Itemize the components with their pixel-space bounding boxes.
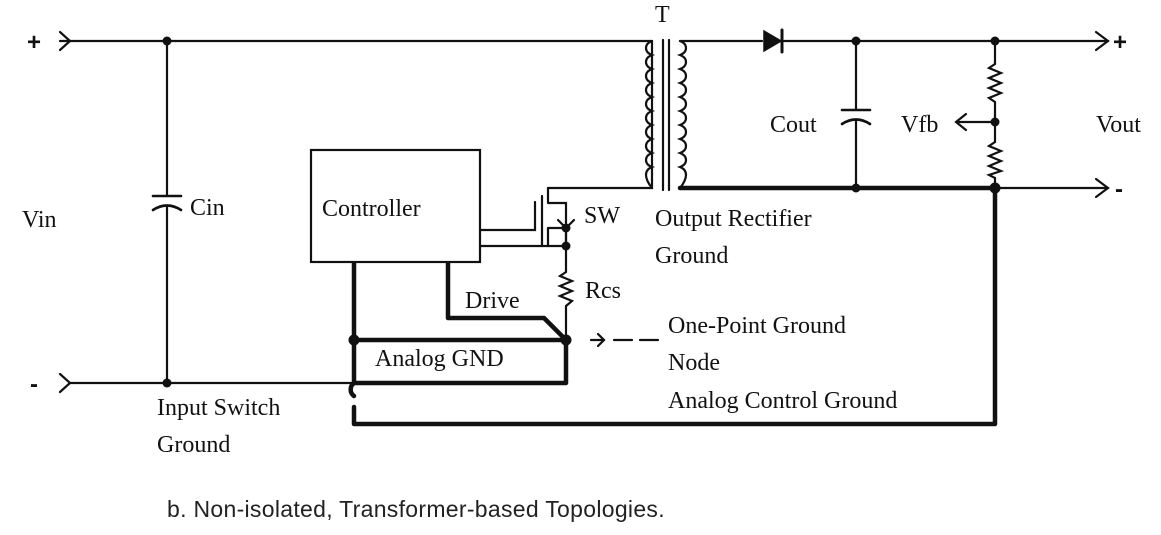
junction-dots bbox=[162, 36, 1001, 388]
output-rectifier-ground-label-line1: Output Rectifier bbox=[655, 206, 812, 232]
output-minus-label: - bbox=[1115, 176, 1123, 203]
analog-control-ground-label: Analog Control Ground bbox=[668, 388, 897, 414]
analog-control-ground-trace bbox=[351, 185, 998, 427]
output-minus-arrow bbox=[1094, 177, 1110, 199]
input-minus-arrow bbox=[58, 372, 72, 394]
drive-trace bbox=[445, 259, 569, 343]
cin-label: Cin bbox=[190, 195, 225, 221]
transformer-core bbox=[661, 38, 671, 192]
diode-triangle bbox=[763, 29, 783, 53]
primary-winding bbox=[644, 39, 656, 190]
one-point-ground-label-line1: One-Point Ground bbox=[668, 313, 846, 339]
controller-block bbox=[309, 148, 482, 264]
mosfet-switch bbox=[546, 186, 568, 248]
feedback-resistor-bottom bbox=[986, 140, 1005, 180]
input-switch-ground-label-line1: Input Switch bbox=[157, 395, 280, 421]
secondary-winding bbox=[676, 39, 688, 190]
analog-gnd-loop bbox=[351, 337, 569, 386]
controller-label: Controller bbox=[322, 196, 421, 222]
sw-label: SW bbox=[584, 203, 620, 229]
one-point-ground-label-line2: Node bbox=[668, 350, 720, 376]
cout-capacitor bbox=[840, 108, 872, 126]
input-minus-label: - bbox=[30, 371, 38, 398]
primary-winding-wire bbox=[546, 39, 654, 190]
input-plus-label: + bbox=[27, 29, 41, 56]
mosfet-gate-wire bbox=[478, 200, 537, 232]
feedback-resistor-top bbox=[986, 62, 1004, 104]
input-plus-arrow bbox=[58, 30, 72, 52]
input-switch-ground-label-line2: Ground bbox=[157, 432, 230, 458]
rcs-label: Rcs bbox=[585, 278, 621, 304]
ground-traces bbox=[348, 185, 998, 427]
vout-label: Vout bbox=[1096, 112, 1141, 138]
cin-capacitor bbox=[151, 194, 183, 212]
figure-caption: b. Non-isolated, Transformer-based Topol… bbox=[167, 496, 665, 522]
output-plus-arrow bbox=[1094, 30, 1110, 52]
cout-label: Cout bbox=[770, 112, 817, 138]
vfb-arrow bbox=[954, 112, 968, 132]
output-diode bbox=[763, 28, 784, 54]
output-rectifier-ground-label-line2: Ground bbox=[655, 243, 728, 269]
vfb-label: Vfb bbox=[901, 112, 938, 138]
analog-gnd-label: Analog GND bbox=[375, 346, 504, 372]
transformer bbox=[644, 38, 688, 192]
vin-label: Vin bbox=[22, 207, 57, 233]
transformer-label: T bbox=[655, 2, 670, 28]
rcs-resistor bbox=[557, 270, 575, 308]
drive-label: Drive bbox=[465, 288, 520, 314]
output-plus-label: + bbox=[1113, 29, 1127, 56]
